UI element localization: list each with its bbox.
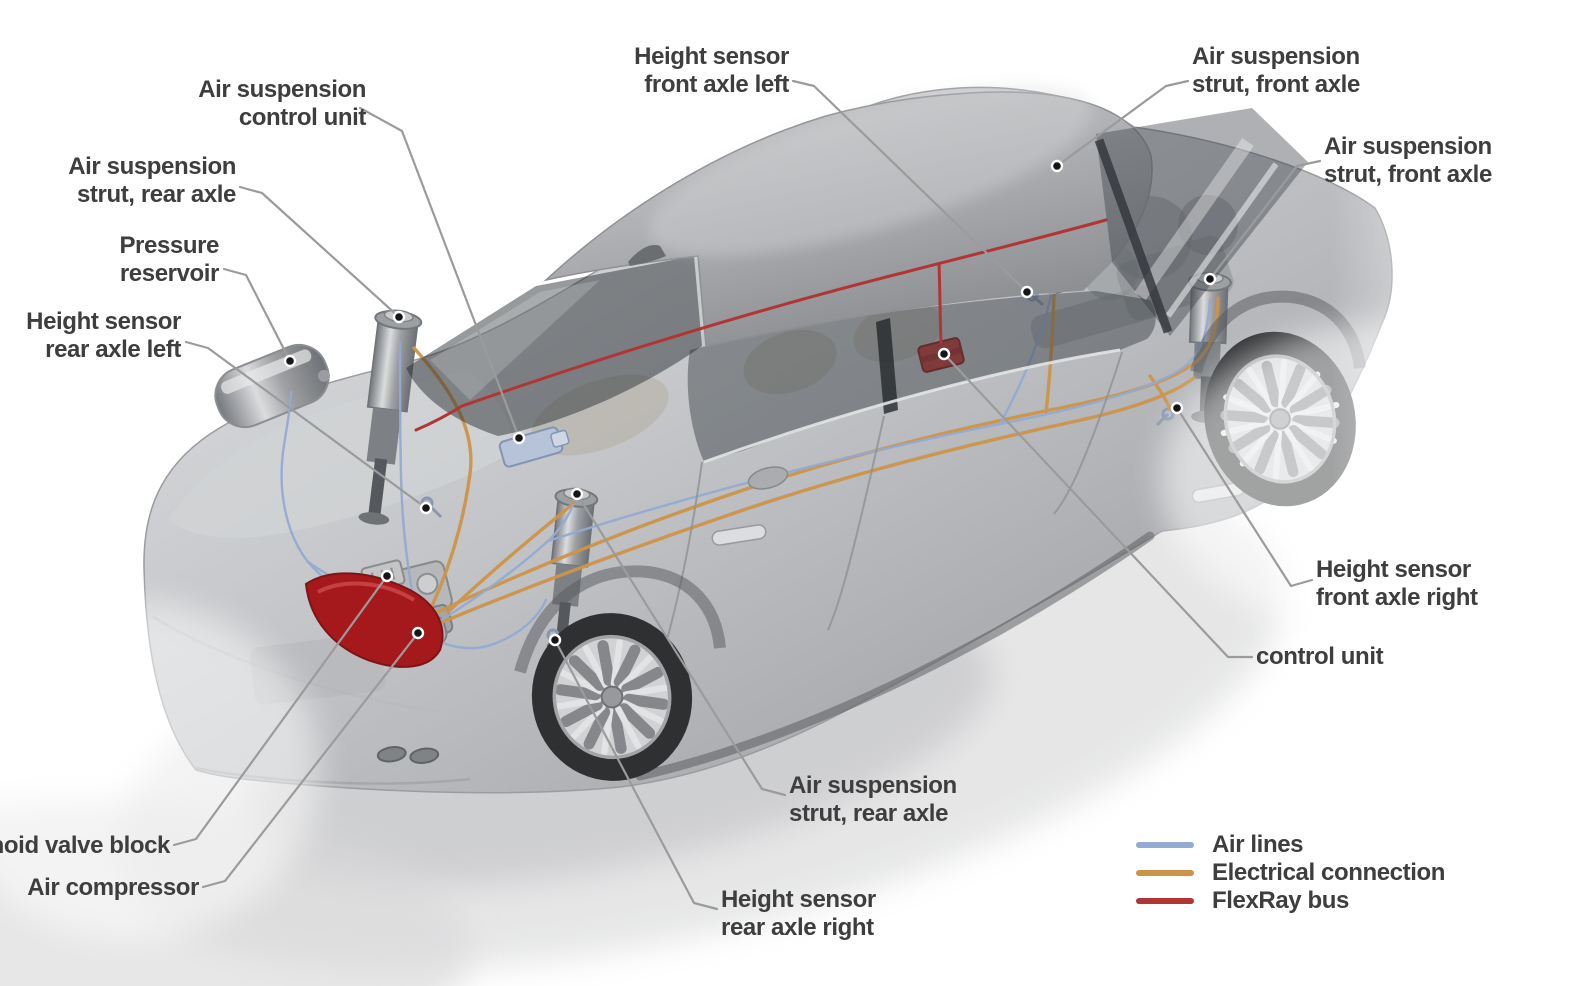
callout-line: reservoir [119, 260, 220, 287]
air-suspension-strut-front-axle-2-anchor-dot [1203, 272, 1217, 286]
callout-line: strut, front axle [1324, 161, 1492, 188]
exhaust-tips [376, 746, 440, 764]
vignette [0, 40, 1592, 940]
air-suspension-strut-front-axle-2-leader-line [1208, 159, 1322, 281]
air-suspension-control-unit-anchor-dot [512, 431, 526, 445]
air-compressor-anchor-dot [411, 626, 425, 640]
callout-line: Air compressor [27, 874, 199, 901]
callout-line: strut, front axle [1192, 71, 1360, 98]
callout-line: Air suspension [789, 772, 957, 799]
callout-line: control unit [1256, 643, 1384, 670]
windshield [1094, 108, 1308, 336]
air-suspension-strut-rear-axle-left-anchor-dot [392, 310, 406, 324]
solenoid-valve-block-anchor-dot [380, 569, 394, 583]
callout-line: Air suspension [68, 153, 236, 180]
b-pillar [876, 318, 898, 414]
flexray-bus-swatch [1136, 898, 1194, 904]
pressure-reservoir-anchor-dot [283, 354, 297, 368]
control-unit-anchor-dot [937, 347, 951, 361]
air-suspension-strut-front-axle-1-leader-line [1055, 79, 1190, 168]
rear-left-strut [358, 309, 423, 525]
callout-line: Height sensor [26, 308, 181, 335]
height-sensor-rear-axle-left-leader-line [184, 340, 428, 510]
rear-window-reflection [430, 280, 600, 400]
height-sensor-front-axle-left-anchor-dot [1020, 285, 1034, 299]
side-window [687, 291, 1156, 462]
callout-line: front axle left [644, 71, 789, 98]
callout-line: Height sensor [721, 886, 876, 913]
solenoid-valve-block-leader-line [172, 574, 389, 847]
legend: Air lines Electrical connection FlexRay … [1136, 831, 1445, 915]
electrical-connection-label: Electrical connection [1212, 859, 1446, 886]
control-unit-leader-line [942, 352, 1254, 659]
callout-line: Height sensor [1316, 556, 1471, 583]
callout-line: Solenoid valve block [0, 832, 170, 859]
callout-line: strut, rear axle [76, 181, 236, 208]
flexray-bus-lines [414, 218, 1108, 432]
rear-left-wheel [531, 613, 693, 781]
air-suspension-control-unit-leader-line [358, 106, 521, 440]
callout-line: Pressure [119, 232, 219, 259]
antenna-fin-icon [628, 244, 666, 266]
callout-line: Air suspension [1324, 133, 1492, 160]
electrical-connection-swatch [1136, 870, 1194, 876]
flexray-bus-label: FlexRay bus [1212, 887, 1349, 914]
callout-line: Air suspension [198, 76, 366, 103]
height-sensor-front-axle-right-leader-line [1175, 406, 1314, 588]
pressure-reservoir-leader-line [222, 267, 292, 363]
legend-item-air-lines: Air lines [1136, 831, 1445, 859]
callout-line: rear axle right [721, 914, 874, 941]
height-sensor-rear-axle-right-leader-line [553, 638, 719, 911]
callout-line: strut, rear axle [789, 800, 949, 827]
callout-solenoid-valve-block: Solenoid valve block [0, 832, 170, 860]
air-suspension-strut-rear-axle-left-leader-line [238, 185, 401, 319]
height-sensor-rear-axle-right-anchor-dot [548, 633, 562, 647]
height-sensor-rear-axle-left-anchor-dot [419, 501, 433, 515]
left-mirror [747, 466, 789, 490]
height-sensor-front-axle-right-anchor-dot [1170, 401, 1184, 415]
air-lines-swatch [1136, 842, 1194, 848]
air-lines-label: Air lines [1212, 831, 1304, 858]
height-sensor-front-axle-left-leader-line [791, 79, 1029, 294]
air-suspension-strut-rear-axle-bottom-leader-line [575, 492, 787, 797]
callout-control-unit: control unit [1256, 643, 1384, 671]
rear-wheel-arch [514, 565, 726, 674]
rear-door-handle [711, 524, 767, 546]
callout-line: front axle right [1316, 584, 1478, 611]
callout-line: rear axle left [45, 336, 181, 363]
air-compressor-leader-line [201, 631, 420, 889]
trunk-lid [168, 371, 512, 538]
air-suspension-strut-rear-axle-bottom-anchor-dot [570, 487, 584, 501]
air-suspension-strut-front-axle-1-anchor-dot [1050, 159, 1064, 173]
callout-air-compressor: Air compressor [27, 874, 199, 902]
roof-highlight [648, 84, 1092, 256]
beltline-chrome [703, 348, 1121, 464]
a-pillar [1094, 138, 1173, 334]
rear-window [406, 256, 702, 436]
callout-line: Height sensor [634, 43, 789, 70]
callout-line: Air suspension [1192, 43, 1360, 70]
callout-line: control unit [238, 104, 367, 131]
air-suspension-control-unit-part [498, 426, 570, 468]
legend-item-electrical-connection: Electrical connection [1136, 859, 1445, 887]
legend-item-flexray-bus: FlexRay bus [1136, 887, 1445, 915]
